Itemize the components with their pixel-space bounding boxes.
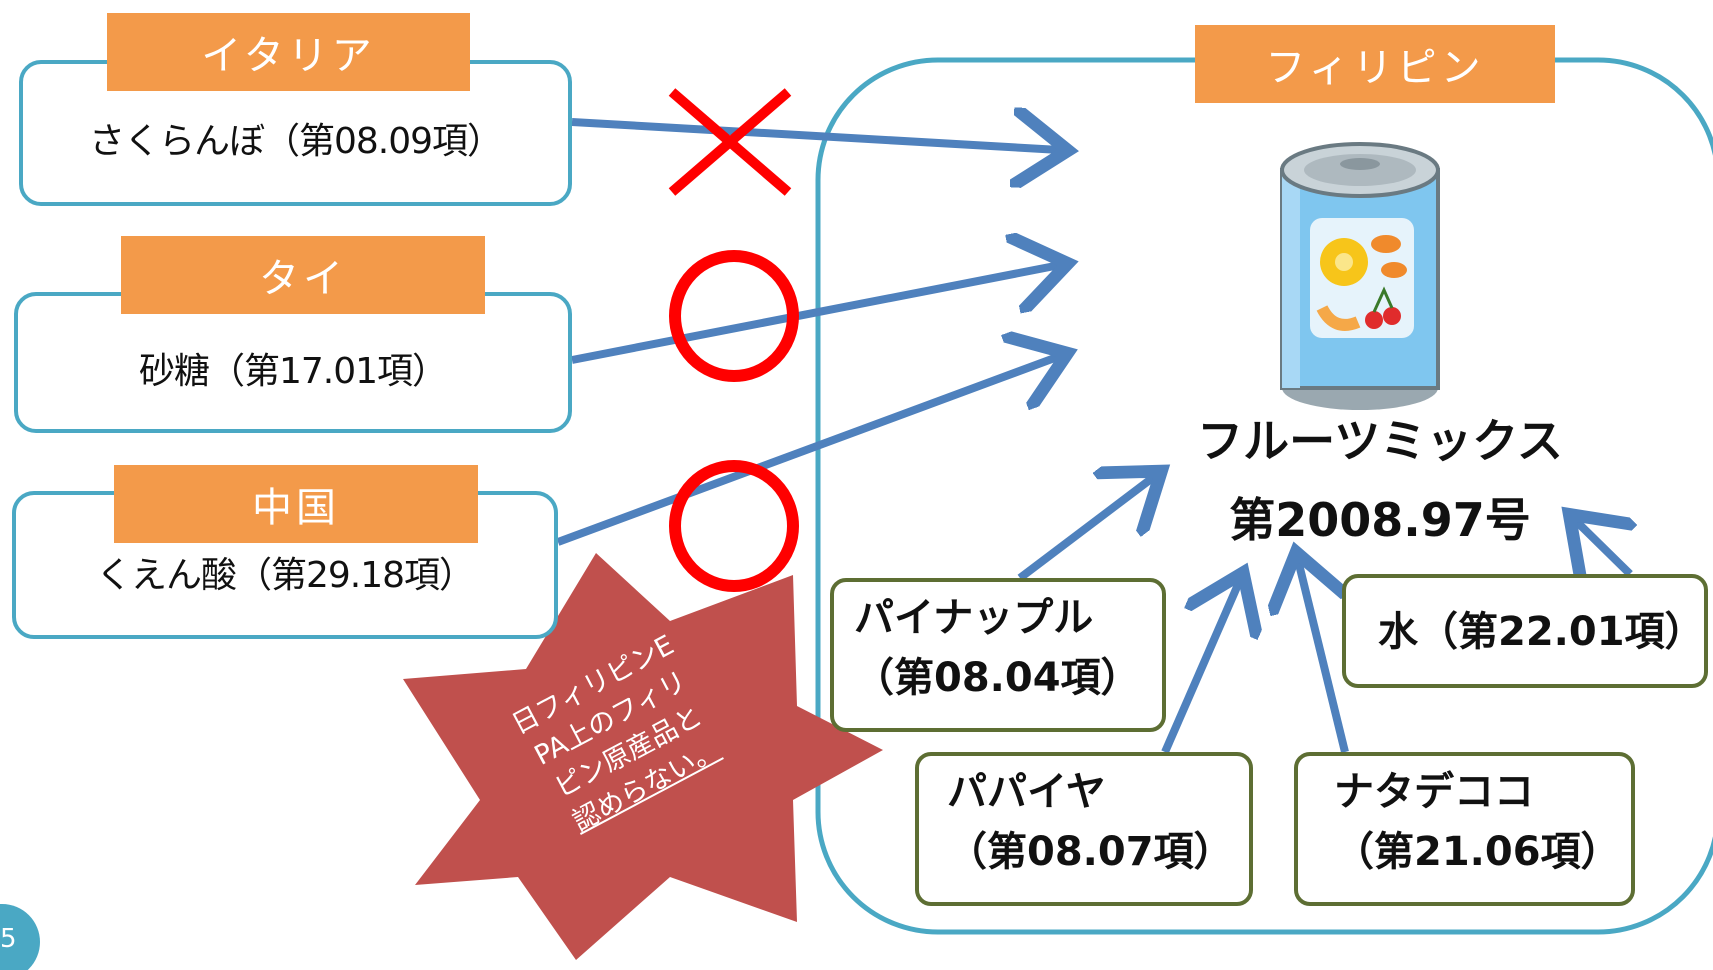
ingredient-box-pineapple: パイナップル （第08.04項） — [830, 578, 1166, 732]
country-label-china: 中国 — [114, 465, 478, 543]
arrow-thailand — [571, 265, 1060, 364]
source-item-italy: さくらんぼ（第08.09項） — [88, 121, 503, 162]
page-number: 5 — [0, 924, 17, 954]
ingredient-name: ナタデココ — [1334, 769, 1534, 815]
ingredient-hs: （第21.06項） — [1334, 829, 1621, 875]
circle-mark-icon — [669, 250, 799, 382]
ingredient-name: パパイヤ — [947, 769, 1106, 815]
circle-mark-icon — [669, 460, 799, 592]
arrow-water — [1575, 520, 1630, 574]
ingredient-name: 水（第22.01項） — [1378, 609, 1705, 655]
cross-mark-icon — [668, 88, 792, 196]
starburst-note-shape — [403, 553, 883, 960]
product-hs-code: 第2008.97号 — [1229, 493, 1531, 547]
arrow-pineapple — [1017, 476, 1155, 582]
country-label-thailand: タイ — [121, 236, 485, 314]
arrow-papaya — [1161, 580, 1240, 754]
source-item-china: くえん酸（第29.18項） — [95, 555, 475, 596]
country-label-italy: イタリア — [107, 13, 470, 91]
country-label-philippines: フィリピン — [1195, 25, 1555, 103]
arrow-nata — [1298, 560, 1349, 753]
page-number-badge — [0, 904, 40, 970]
ingredient-box-water: 水（第22.01項） — [1342, 574, 1708, 688]
ingredient-box-papaya: パパイヤ （第08.07項） — [915, 752, 1253, 906]
fruit-can-icon — [1280, 142, 1440, 410]
ingredient-hs: （第08.07項） — [947, 829, 1234, 875]
source-item-thailand: 砂糖（第17.01項） — [138, 350, 448, 392]
source-box-thailand: 砂糖（第17.01項） — [14, 292, 572, 433]
ingredient-box-nata-de-coco: ナタデココ （第21.06項） — [1294, 752, 1635, 906]
arrow-italy — [571, 122, 1060, 150]
product-name: フルーツミックス — [1197, 414, 1563, 468]
ingredient-name: パイナップル — [854, 595, 1094, 641]
arrow-china — [556, 356, 1060, 546]
ingredient-hs: （第08.04項） — [854, 655, 1141, 701]
